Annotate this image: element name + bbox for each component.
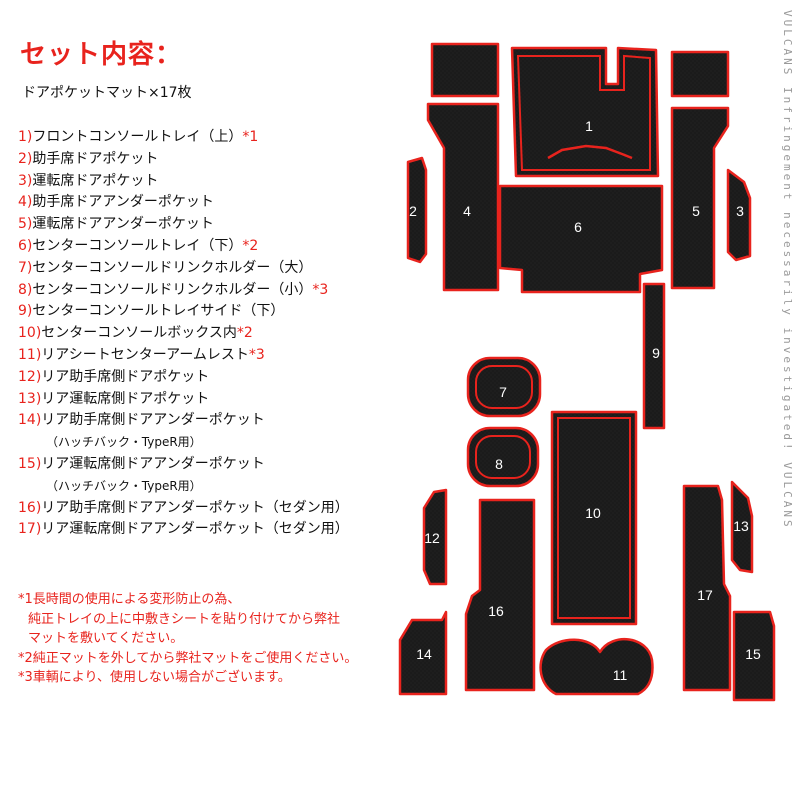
mat-12 xyxy=(422,488,448,586)
mat-label-16: 16 xyxy=(488,603,504,619)
mat-label-10: 10 xyxy=(585,505,601,521)
list-item-subnote: （ハッチバック・TypeR用） xyxy=(46,435,202,450)
mat-1 xyxy=(510,46,660,178)
mat-label-6: 6 xyxy=(574,219,582,235)
item-list: 1)フロントコンソールトレイ（上）*1 2)助手席ドアポケット 3)運転席ドアポ… xyxy=(18,127,349,541)
mat-16 xyxy=(464,498,536,692)
mat-2 xyxy=(406,156,428,264)
mat-5 xyxy=(670,106,730,290)
mat-label-3: 3 xyxy=(736,203,744,219)
mat-8 xyxy=(466,426,540,488)
list-item: 14)リア助手席側ドアアンダーポケット xyxy=(18,412,265,429)
set-contents-title: セット内容： xyxy=(20,40,183,70)
list-item: 16)リア助手席側ドアアンダーポケット（セダン用） xyxy=(18,499,349,516)
list-item: 2)助手席ドアポケット xyxy=(18,150,159,167)
list-item: 11)リアシートセンターアームレスト*3 xyxy=(18,346,265,363)
mat-label-4: 4 xyxy=(463,203,471,219)
mat-15 xyxy=(732,610,776,702)
mat-label-12: 12 xyxy=(424,530,440,546)
note-line: *1長時間の使用による変形防止の為、 xyxy=(18,592,241,607)
note-line: *2純正マットを外してから弊社マットをご使用ください。 xyxy=(18,650,358,666)
list-item: 4)助手席ドアアンダーポケット xyxy=(18,194,214,211)
mat-label-14: 14 xyxy=(416,646,432,662)
watermark-text: VULCANS Infringement necessarily investi… xyxy=(781,10,794,530)
list-item: 1)フロントコンソールトレイ（上）*1 xyxy=(18,129,259,145)
mat-label-7: 7 xyxy=(499,384,507,400)
mat-label-2: 2 xyxy=(409,203,417,219)
mat-label-17: 17 xyxy=(697,587,713,603)
list-item: 15)リア運転席側ドアアンダーポケット xyxy=(18,455,265,472)
list-item: 10)センターコンソールボックス内*2 xyxy=(18,325,253,342)
mat-label-13: 13 xyxy=(733,518,749,534)
mat-label-5: 5 xyxy=(692,203,700,219)
list-item: 5)運転席ドアアンダーポケット xyxy=(18,216,214,233)
list-item: 17)リア運転席側ドアアンダーポケット（セダン用） xyxy=(18,521,349,538)
mat-13 xyxy=(730,480,754,574)
mat-top-left xyxy=(430,42,500,98)
mat-top-right xyxy=(670,50,730,98)
notes: *1長時間の使用による変形防止の為、 純正トレイの上に中敷きシートを貼り付けてか… xyxy=(18,590,357,688)
mat-label-15: 15 xyxy=(745,646,761,662)
car-silhouette xyxy=(547,144,633,160)
list-item: 8)センターコンソールドリンクホルダー（小）*3 xyxy=(18,281,329,298)
list-item: 3)運転席ドアポケット xyxy=(18,172,159,189)
list-item: 9)センターコンソールトレイサイド（下） xyxy=(18,303,285,320)
mat-1-inner xyxy=(516,54,651,171)
list-item-subnote: （ハッチバック・TypeR用） xyxy=(46,478,202,493)
mat-8-inner xyxy=(475,435,531,479)
mat-10-inner xyxy=(557,417,631,619)
mat-6 xyxy=(498,184,664,294)
mat-label-1: 1 xyxy=(585,118,593,134)
set-subtitle: ドアポケットマット×17枚 xyxy=(22,85,192,101)
mat-label-11: 11 xyxy=(613,667,628,683)
note-line: *3車輌により、使用しない場合がございます。 xyxy=(18,670,291,685)
mat-14 xyxy=(398,610,448,696)
mat-9 xyxy=(642,282,666,430)
mat-11 xyxy=(539,638,654,696)
mat-3 xyxy=(726,168,752,262)
mat-4 xyxy=(426,102,500,292)
mat-7-inner xyxy=(475,365,533,409)
mat-17 xyxy=(682,484,732,692)
list-item: 6)センターコンソールトレイ（下）*2 xyxy=(18,237,259,254)
list-item: 13)リア運転席側ドアポケット xyxy=(18,390,210,407)
mat-7 xyxy=(466,356,542,418)
mat-label-8: 8 xyxy=(495,456,503,472)
mat-10 xyxy=(550,410,638,626)
list-item: 12)リア助手席側ドアポケット xyxy=(18,368,210,385)
note-line: 純正トレイの上に中敷きシートを貼り付けてから弊社 xyxy=(28,611,341,627)
mat-label-9: 9 xyxy=(652,345,660,361)
list-item: 7)センターコンソールドリンクホルダー（大） xyxy=(18,259,313,276)
note-line: マットを敷いてください。 xyxy=(28,631,184,646)
